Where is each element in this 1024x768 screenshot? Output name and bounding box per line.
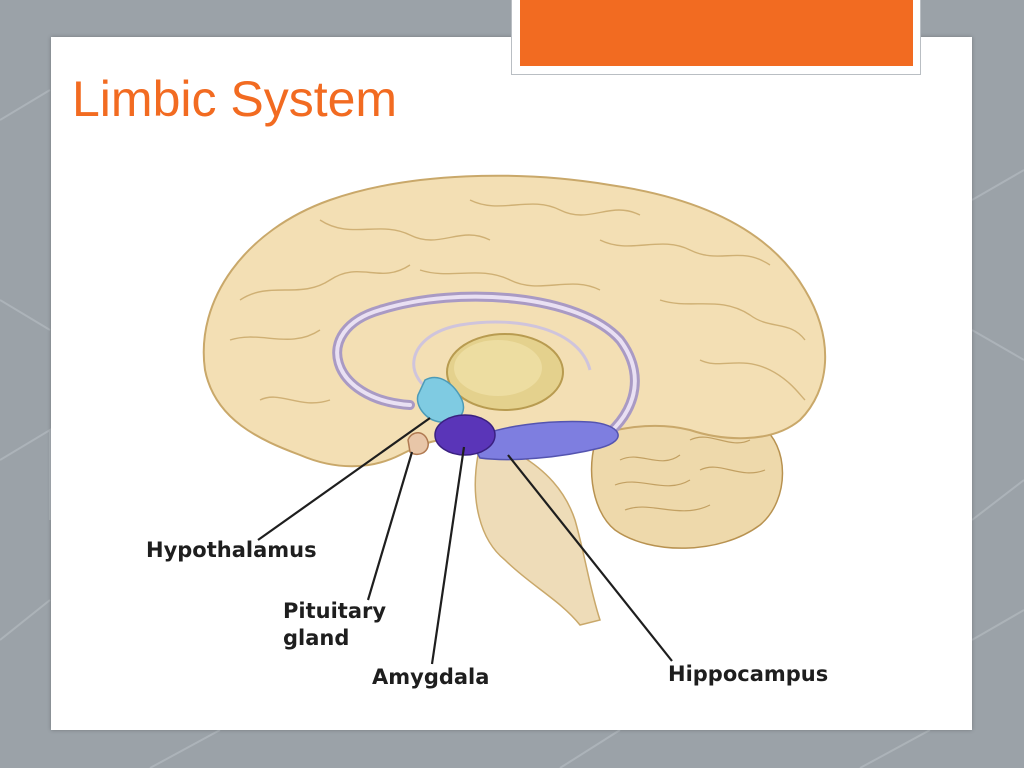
hypothalamus-leader: [257, 417, 431, 541]
label-amygdala: Amygdala: [372, 665, 490, 689]
amygdala-leader: [430, 446, 466, 665]
title-accent-bar: [520, 0, 913, 66]
pituitary-region: [407, 432, 429, 456]
hippocampus-region: [468, 420, 619, 461]
hippocampus-leader: [507, 454, 673, 662]
cerebrum: [202, 174, 827, 468]
label-pituitary-gland: Pituitary gland: [283, 598, 386, 652]
label-pituitary-line1: Pituitary: [283, 599, 387, 623]
label-hypothalamus: Hypothalamus: [146, 538, 317, 562]
pituitary-leader: [366, 451, 414, 601]
slide-title: Limbic System: [72, 71, 398, 127]
amygdala-region: [434, 414, 496, 456]
label-pituitary-line2: gland: [283, 626, 350, 650]
brainstem: [474, 454, 601, 626]
label-hippocampus: Hippocampus: [668, 662, 829, 686]
